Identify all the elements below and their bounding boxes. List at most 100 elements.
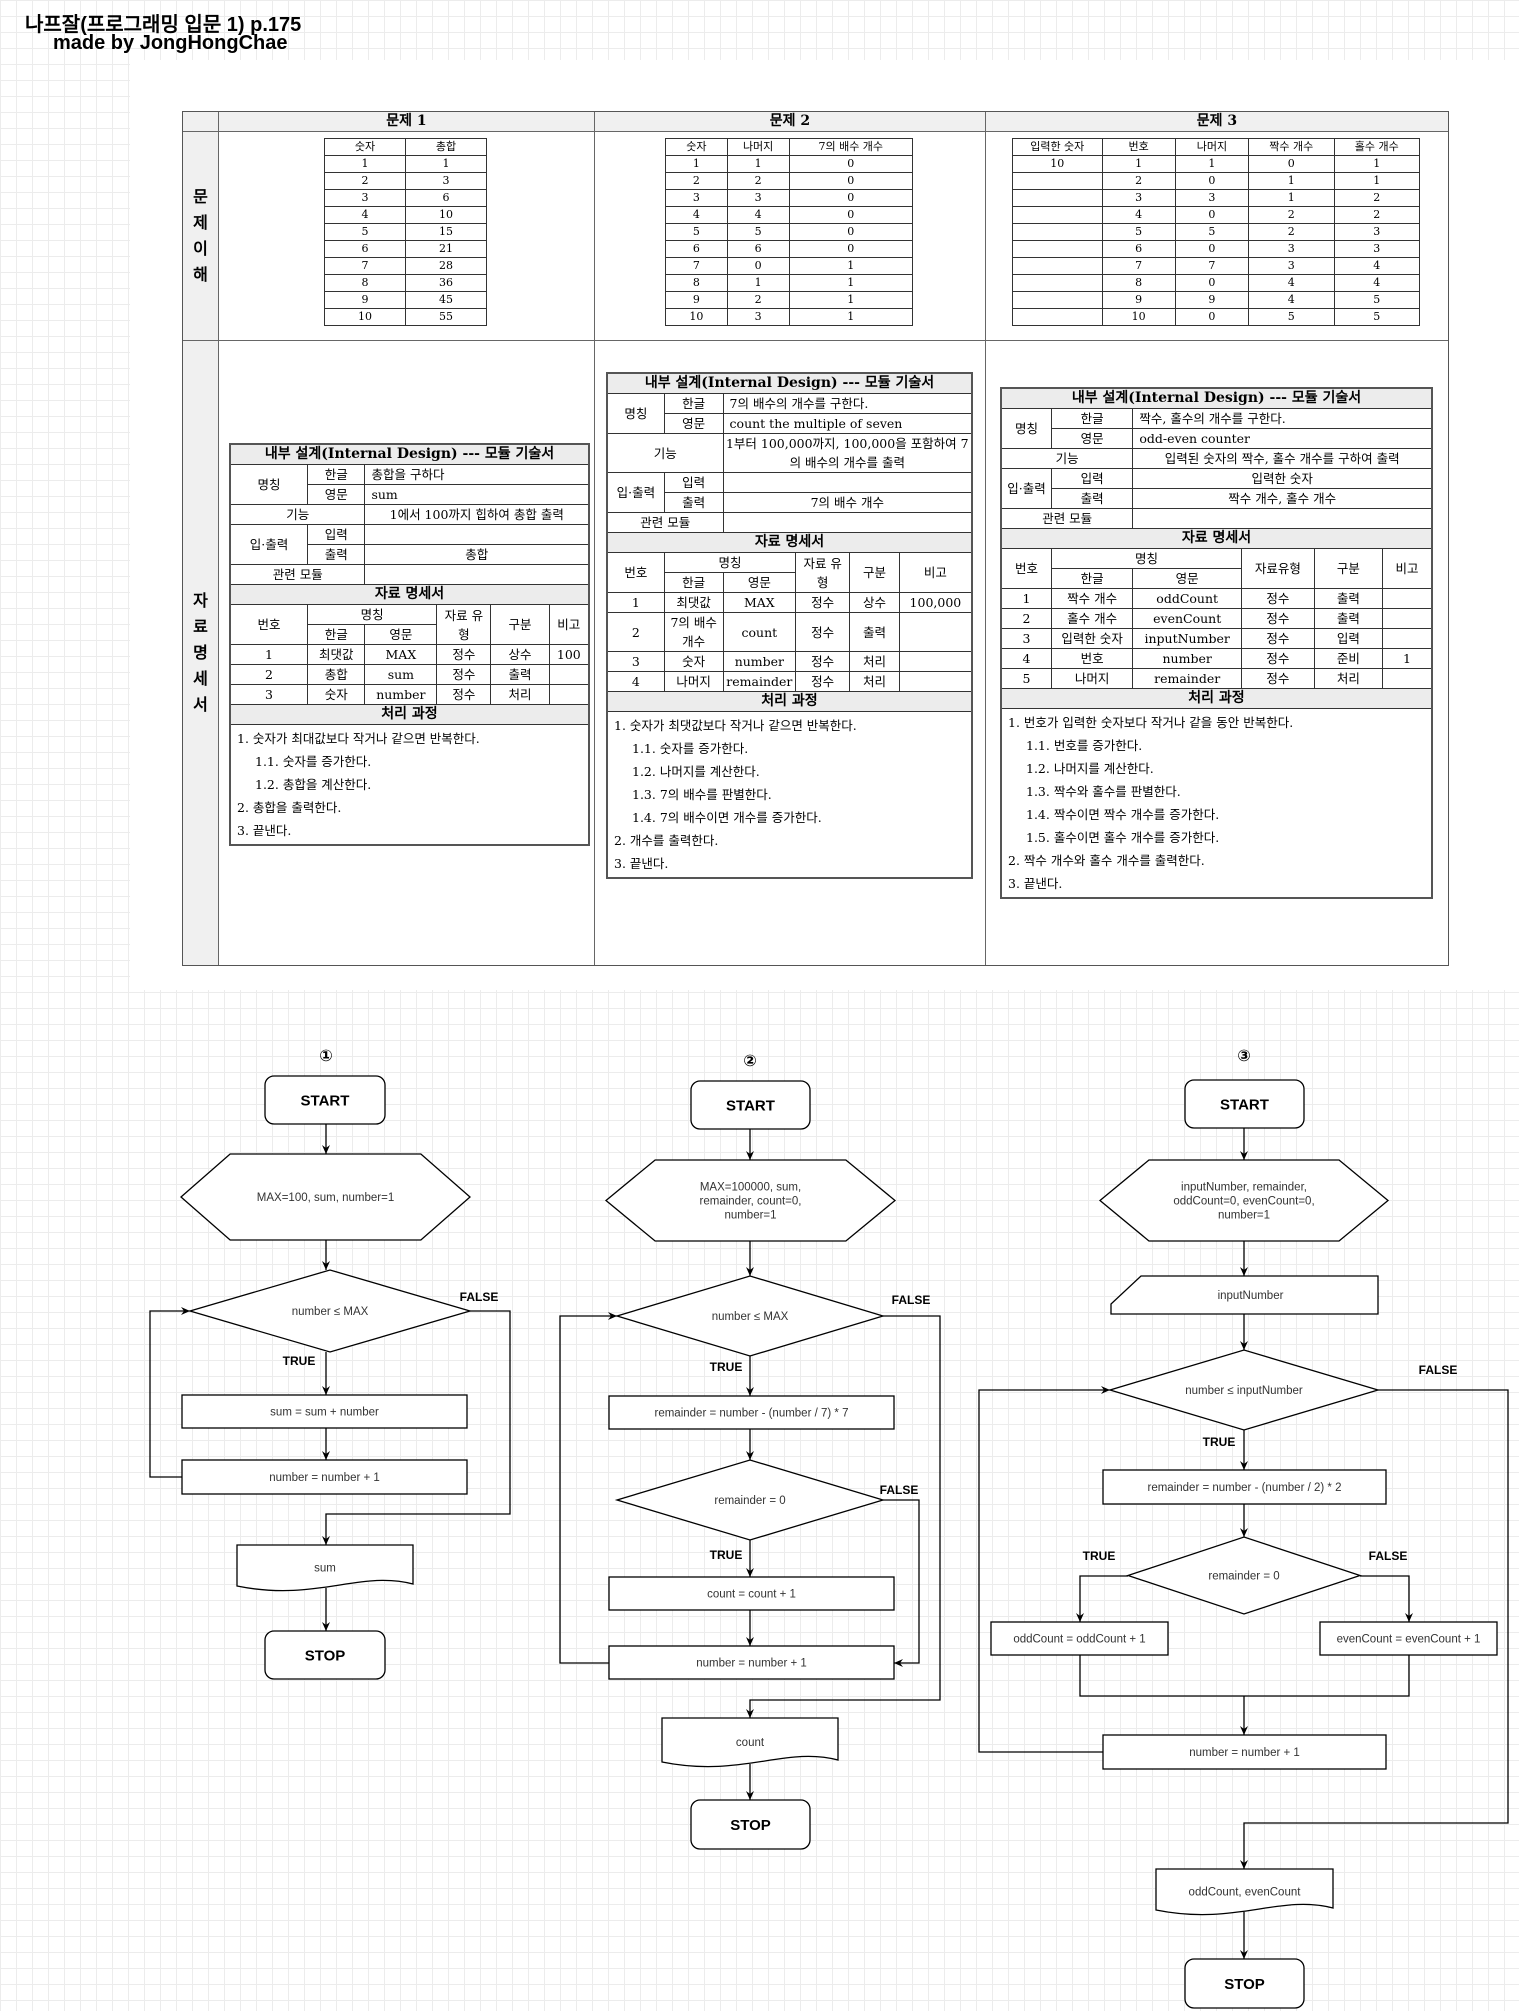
row-label-text: 문제이해 xyxy=(193,187,208,284)
branch-true-label: TRUE xyxy=(1083,1549,1116,1563)
output-document xyxy=(236,1544,414,1592)
process-title: 처리 과정 xyxy=(606,691,973,712)
stop-label: STOP xyxy=(305,1647,346,1664)
cond-label: number ≤ inputNumber xyxy=(1185,1385,1303,1397)
spec-header-kor: 한글 xyxy=(663,572,724,593)
trace-cell: 10 xyxy=(1012,155,1103,173)
branch-false-label: FALSE xyxy=(1369,1549,1408,1563)
init-label: MAX=100000, sum, xyxy=(700,1182,801,1194)
spec-cell: 출력 xyxy=(849,612,900,652)
start-label: START xyxy=(301,1092,350,1109)
problem-2-header: 문제 2 xyxy=(595,112,986,132)
process-box xyxy=(1319,1621,1498,1656)
process-step: 1.1. 숫자를 증가한다. xyxy=(632,741,749,756)
init-label: oddCount=0, evenCount=0, xyxy=(1173,1196,1314,1208)
spec-header-no: 번호 xyxy=(606,552,665,593)
corner-cell xyxy=(183,112,219,132)
start-label: START xyxy=(1220,1096,1269,1113)
spec-cell: 나머지 xyxy=(663,671,724,692)
process-step: 1.3. 짝수와 홀수를 판별한다. xyxy=(1026,784,1181,799)
trace-cell: 5 xyxy=(1333,308,1420,326)
terminal-stop xyxy=(690,1799,811,1850)
process-box xyxy=(608,1395,895,1430)
process-step: 3. 끝낸다. xyxy=(614,856,669,871)
spec-cell: 숫자 xyxy=(307,684,366,705)
author-credit: made by JongHongChae xyxy=(53,32,288,54)
spec-cell: number xyxy=(1132,648,1242,669)
name-label: 명칭 xyxy=(1000,408,1052,449)
module-title: 내부 설계(Internal Design) --- 모듈 기술서 xyxy=(229,443,590,465)
output-document xyxy=(1155,1868,1334,1916)
spec-cell: inputNumber xyxy=(1132,628,1242,649)
process-step: 1.4. 짝수이면 짝수 개수를 증가한다. xyxy=(1026,807,1220,822)
branch-true-label: TRUE xyxy=(710,1360,743,1374)
step2-label: number = number + 1 xyxy=(1189,1747,1300,1759)
process-title-row: 처리 과정 xyxy=(229,704,590,725)
problem-3-header: 문제 3 xyxy=(986,112,1448,132)
preparation-hexagon xyxy=(604,1159,897,1242)
process-box xyxy=(1102,1734,1387,1770)
input-label: 입력 xyxy=(1050,468,1134,489)
branch-false-label: FALSE xyxy=(892,1293,931,1307)
problem-3-trace-cell xyxy=(986,132,1448,341)
process-box xyxy=(990,1621,1169,1656)
kor-label: 한글 xyxy=(663,393,724,414)
process-step: 1. 숫자가 최대값보다 작거나 같으면 반복한다. xyxy=(237,731,480,746)
process-box xyxy=(181,1394,468,1429)
spec-header-kor: 한글 xyxy=(307,624,366,645)
spec-cell: 2 xyxy=(606,612,665,652)
output-value: 총합 xyxy=(364,544,590,565)
function-label: 기능 xyxy=(606,433,724,473)
trace-cell: 1 xyxy=(788,308,913,326)
output-label: count xyxy=(736,1737,765,1749)
process-step: 1.2. 나머지를 계산한다. xyxy=(1026,761,1154,776)
flowchart-number: ① xyxy=(319,1048,333,1065)
step2-label: number = number + 1 xyxy=(269,1472,380,1484)
flow-connector xyxy=(559,1312,617,1664)
process-step: 1.5. 홀수이면 홀수 개수를 증가한다. xyxy=(1026,830,1220,845)
spec-cell: 정수 xyxy=(1240,668,1315,689)
flow-connector xyxy=(149,1307,190,1478)
process-box xyxy=(181,1459,468,1495)
process-step: 1.1. 숫자를 증가한다. xyxy=(255,754,372,769)
module-title-row: 내부 설계(Internal Design) --- 모듈 기술서 xyxy=(229,443,590,465)
process-title-row: 처리 과정 xyxy=(1000,688,1433,709)
spec-cell: 출력 xyxy=(490,664,550,685)
spec-title-row: 자료 명세서 xyxy=(229,584,590,605)
terminal-start xyxy=(264,1075,386,1125)
process-step: 1.2. 나머지를 계산한다. xyxy=(632,764,760,779)
flowchart-number: ② xyxy=(743,1053,757,1070)
flow-connector xyxy=(1240,1389,1509,1869)
flow-connector xyxy=(978,1386,1110,1753)
spec-cell: 최댓값 xyxy=(663,592,724,613)
decision-diamond xyxy=(187,1269,473,1353)
cond2-label: remainder = 0 xyxy=(714,1495,785,1507)
cond2-label: remainder = 0 xyxy=(1208,1571,1279,1583)
spec-cell: 정수 xyxy=(1240,588,1315,609)
output-document xyxy=(661,1717,839,1768)
process-steps: 1. 숫자가 최댓값보다 작거나 같으면 반복한다.1.1. 숫자를 증가한다.… xyxy=(606,711,973,879)
name-eng-value: count the multiple of seven xyxy=(722,413,973,434)
spec-cell: 정수 xyxy=(795,592,851,613)
trace-cell: 55 xyxy=(405,308,487,326)
spec-cell: 입력한 숫자 xyxy=(1050,628,1134,649)
spec-header-no: 번호 xyxy=(1000,548,1052,589)
step1-label: remainder = number - (number / 2) * 2 xyxy=(1148,1482,1342,1494)
spec-cell: 정수 xyxy=(1240,648,1315,669)
process-step: 3. 끝낸다. xyxy=(1008,876,1063,891)
start-label: START xyxy=(726,1097,775,1114)
